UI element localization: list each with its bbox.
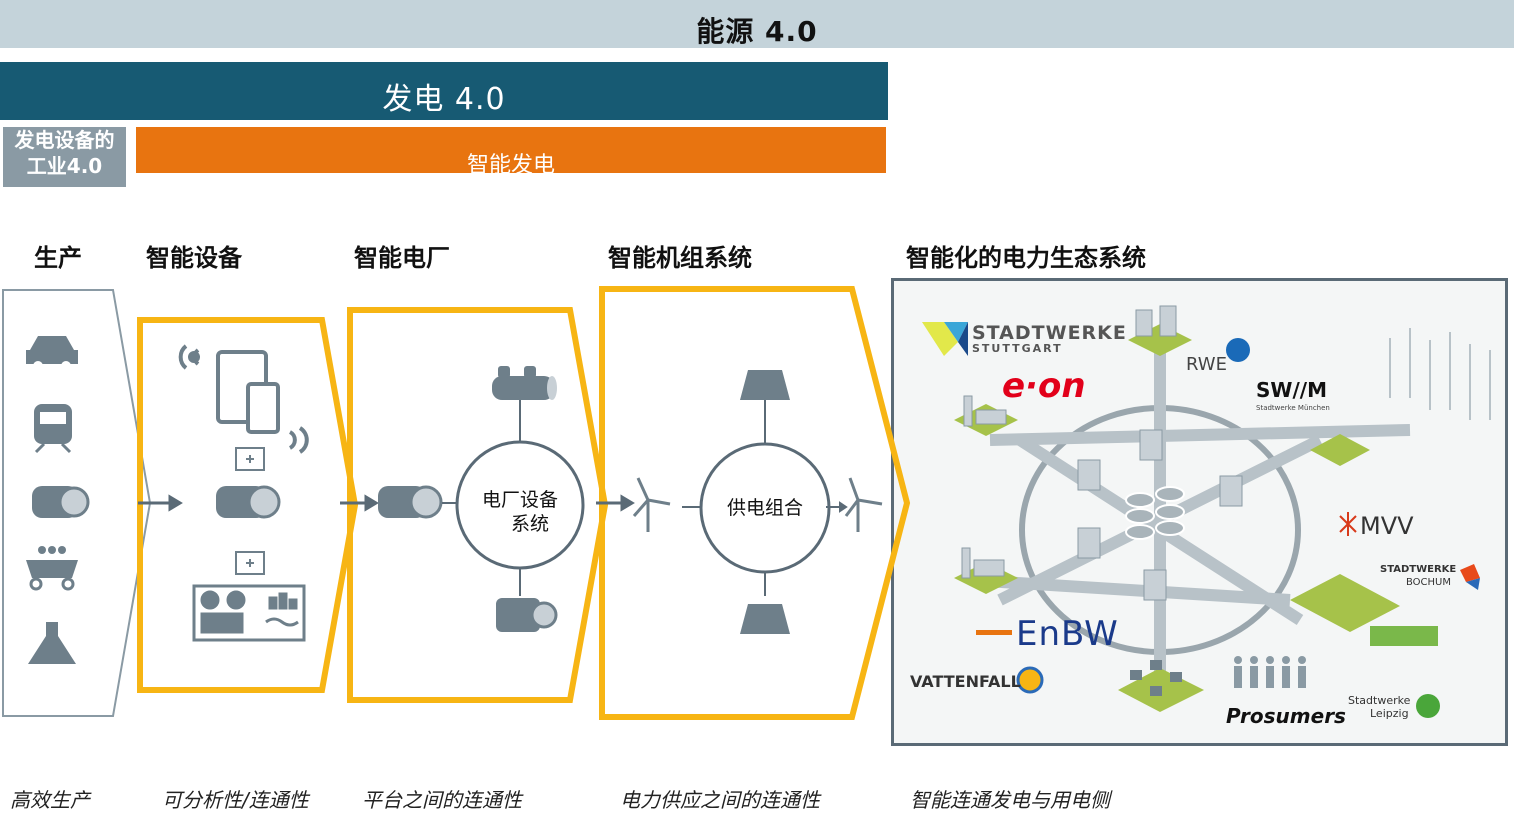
arrow-icon (340, 494, 379, 512)
stage-title-smart-device: 智能设备 (146, 244, 242, 272)
plant-system-line1: 电厂设备 (481, 489, 558, 511)
plant-system-line2: 系统 (510, 513, 549, 535)
wireless-signal-icon (178, 344, 309, 454)
energy-header-bar: 能源 4.0 (0, 0, 1514, 48)
stuttgart-logo-line1: STADTWERKE (972, 322, 1127, 344)
ecosystem-box (891, 278, 1508, 746)
plus-icon (235, 447, 265, 575)
caption-smart-device: 可分析性/连通性 (162, 788, 309, 812)
houses-icon (1130, 660, 1182, 696)
stuttgart-logo-line2: STUTTGART (972, 342, 1063, 355)
enbw-logo: EnBW (1016, 614, 1119, 654)
leipzig-logo-mark (1416, 694, 1440, 718)
turbine-icon (32, 486, 90, 518)
swm-logo-sub: Stadtwerke München (1256, 404, 1330, 412)
stuttgart-logo-mark (922, 322, 968, 356)
arrow-icon (596, 494, 635, 512)
plant-system-circle (455, 440, 585, 570)
wind-turbine-icon (844, 477, 883, 532)
stage-title-ecosystem: 智能化的电力生态系统 (906, 244, 1146, 272)
bochum-logo-mark (1460, 564, 1480, 590)
power-plant-icon (961, 305, 1177, 579)
arrow-icon (826, 501, 848, 513)
smart-generation-bar: 智能发电 (136, 127, 886, 178)
arrow-icon (138, 494, 183, 512)
tablet-icon (216, 350, 280, 434)
plant-chevron (347, 307, 609, 703)
smart-generation-title: 智能发电 (466, 153, 555, 178)
eon-logo: e·on (1002, 366, 1086, 406)
mvv-logo: MVV (1360, 512, 1414, 540)
ecosystem-network (969, 330, 1411, 690)
server-stack-icon (1125, 486, 1185, 540)
caption-smart-unit: 电力供应之间的连通性 (620, 788, 820, 812)
caption-production: 高效生产 (10, 788, 90, 812)
flask-icon (28, 622, 76, 664)
vattenfall-logo-mark (1016, 666, 1044, 694)
industry-line2: 工业4.0 (26, 154, 103, 178)
green-badge-icon (1370, 626, 1438, 646)
mvv-logo-mark (1339, 512, 1357, 536)
generator-icon (492, 366, 557, 400)
bochum-logo-line2: BOCHUM (1406, 577, 1452, 588)
vattenfall-logo: VATTENFALL (910, 672, 1021, 691)
leipzig-logo-line1: Stadtwerke (1348, 694, 1411, 707)
swm-logo: SW//M (1256, 378, 1327, 402)
control-panel-icon (192, 584, 306, 642)
generation-bar: 发电 4.0 (0, 62, 888, 120)
caption-ecosystem: 智能连通发电与用电侧 (910, 788, 1110, 812)
caption-smart-plant: 平台之间的连通性 (362, 788, 522, 812)
bochum-logo-line1: STADTWERKE (1380, 564, 1457, 575)
car-icon (26, 336, 78, 371)
prosumers-label: Prosumers (1226, 704, 1346, 728)
stage-title-production: 生产 (34, 244, 82, 272)
wind-turbine-icon (632, 477, 671, 532)
data-node-icon (1077, 429, 1243, 601)
industry-line1: 发电设备的 (14, 128, 115, 152)
leipzig-logo-line2: Leipzig (1370, 707, 1409, 720)
coal-cart-icon (26, 546, 78, 591)
industry-box: 发电设备的 工业4.0 (3, 127, 126, 187)
rwe-logo: RWE (1186, 354, 1227, 375)
people-icon (1234, 656, 1306, 688)
cooling-tower-icon (740, 370, 790, 634)
generation-title: 发电 4.0 (382, 82, 506, 117)
device-chevron (137, 317, 359, 693)
unit-chevron (599, 286, 911, 720)
energy-title: 能源 4.0 (696, 15, 818, 48)
wind-farm-icon (1389, 328, 1491, 420)
plant-turbine-icon (378, 485, 443, 519)
rwe-logo-mark (1226, 338, 1250, 362)
supply-mix-label: 供电组合 (726, 497, 803, 519)
plant-system-label: 电厂设备 系统 (470, 488, 570, 536)
motor-icon (496, 598, 558, 632)
enbw-logo-mark (976, 630, 1012, 635)
stage-title-smart-plant: 智能电厂 (354, 244, 450, 272)
train-icon (34, 404, 72, 454)
stage-title-smart-unit: 智能机组系统 (608, 244, 752, 272)
device-turbine-icon (216, 485, 281, 519)
